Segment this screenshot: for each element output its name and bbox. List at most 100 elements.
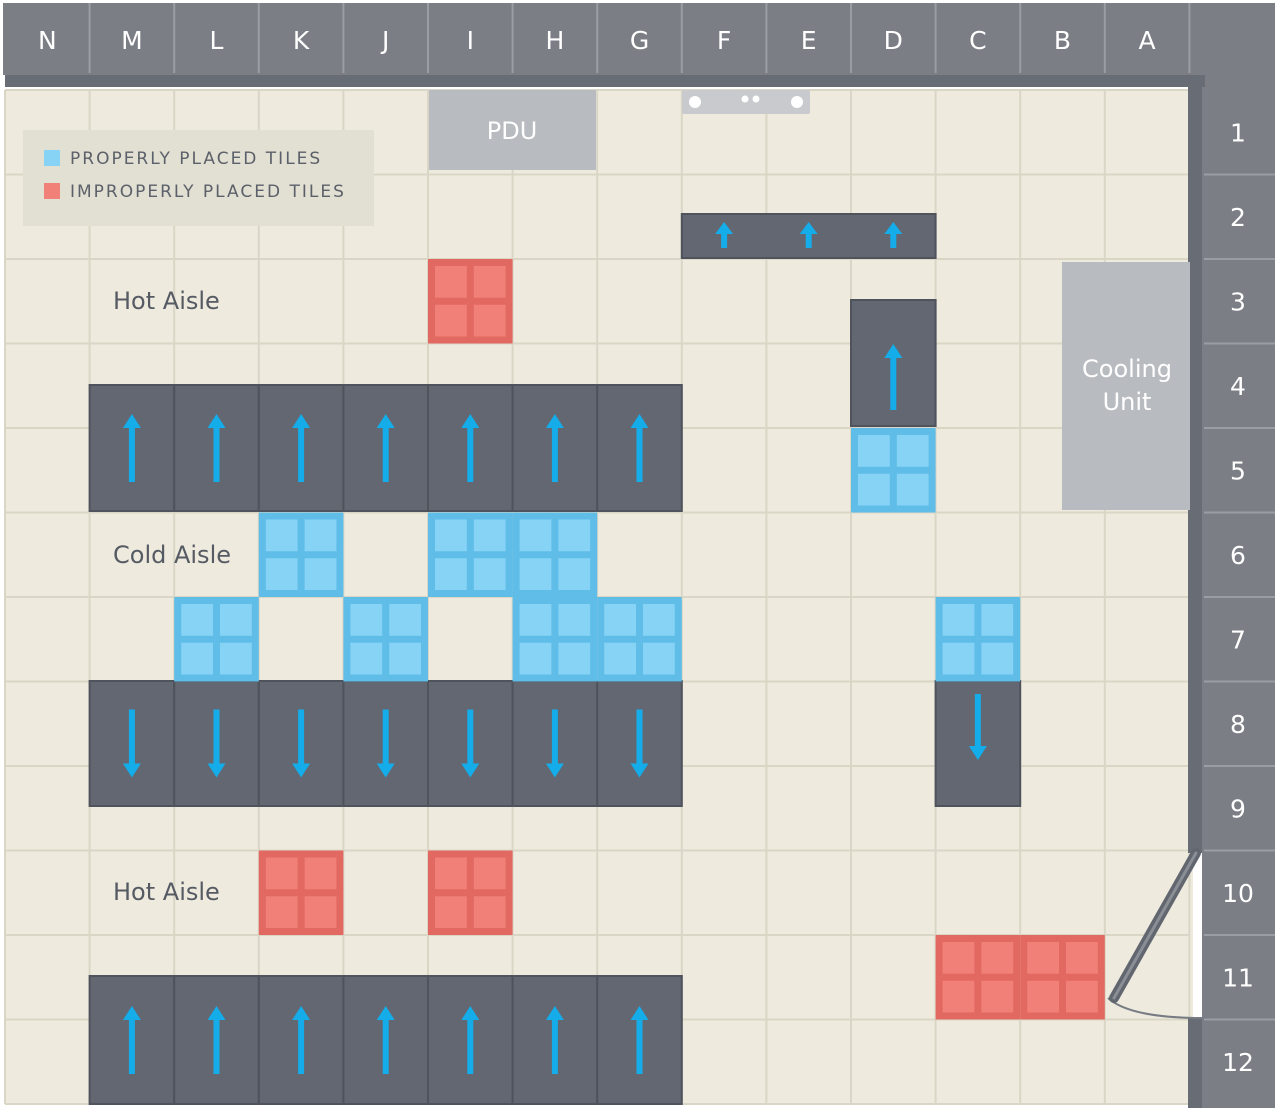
cooling-unit-label-line1: Cooling (1082, 355, 1172, 383)
proper-tile-cell (517, 556, 554, 592)
improper-tile-cell (471, 264, 508, 300)
proper-tile-cell (302, 517, 339, 554)
airflow-arrow-head (545, 414, 564, 428)
row-label-11: 11 (1222, 963, 1254, 992)
vent-dot (791, 96, 803, 108)
airflow-arrow-head (715, 222, 734, 234)
improper-tile-cell (433, 302, 469, 339)
proper-tile-cell (348, 602, 385, 638)
airflow-arrow (721, 232, 728, 248)
column-label-H: H (545, 26, 564, 55)
proper-tile-cell (302, 556, 339, 592)
airflow-arrow-head (630, 414, 649, 428)
improper-tile-cell (302, 894, 339, 930)
column-label-E: E (801, 26, 817, 55)
column-label-A: A (1139, 26, 1156, 55)
cold-aisle-label: Cold Aisle (113, 541, 231, 569)
proper-tile-cell (556, 556, 593, 592)
proper-tile-cell (263, 517, 300, 554)
column-label-M: M (121, 26, 143, 55)
column-label-G: G (630, 26, 649, 55)
proper-tile-cell (179, 602, 215, 638)
airflow-arrow-head (376, 1006, 395, 1020)
proper-tile-cell (602, 602, 639, 638)
row-label-6: 6 (1230, 541, 1246, 570)
proper-tile-cell (894, 433, 931, 469)
improper-tile-cell (263, 894, 300, 930)
proper-tile-cell (218, 602, 254, 638)
improper-tile-cell (471, 855, 508, 892)
airflow-arrow-head (461, 763, 480, 778)
proper-tile-cell (641, 602, 677, 638)
proper-tile-cell (471, 556, 508, 592)
airflow-arrow (805, 232, 812, 248)
row-label-4: 4 (1230, 372, 1246, 401)
east-wall-upper (1188, 75, 1202, 853)
airflow-arrow-head (461, 414, 480, 428)
airflow-arrow-head (292, 414, 311, 428)
proper-swatch (44, 150, 60, 166)
proper-tile-cell (556, 602, 593, 638)
row-label-10: 10 (1222, 879, 1254, 908)
airflow-arrow-head (545, 1006, 564, 1020)
airflow-arrow-head (630, 1006, 649, 1020)
proper-tile-cell (602, 640, 639, 677)
airflow-arrow-head (968, 746, 987, 760)
proper-tile-cell (556, 640, 593, 677)
improper-tile-cell (979, 978, 1016, 1015)
hot-aisle-top-label: Hot Aisle (113, 287, 220, 315)
airflow-arrow-head (799, 222, 818, 234)
improper-tile-cell (433, 894, 469, 930)
legend-box (23, 130, 374, 226)
airflow-arrow-head (376, 414, 395, 428)
proper-tile-cell (979, 602, 1016, 638)
proper-tile-cell (940, 602, 977, 638)
proper-tile-cell (940, 640, 977, 677)
column-label-N: N (38, 26, 57, 55)
proper-tile-cell (387, 602, 424, 638)
improper-tile-cell (979, 940, 1016, 976)
airflow-arrow-head (884, 222, 903, 234)
proper-tile-cell (387, 640, 424, 677)
row-label-5: 5 (1230, 456, 1246, 485)
proper-tile-cell (218, 640, 254, 677)
improper-tile-cell (1064, 978, 1100, 1015)
perforated-tiles (174, 259, 1105, 1020)
row-label-12: 12 (1222, 1048, 1254, 1077)
proper-tile-cell (894, 471, 931, 508)
door-panel-highlight (1112, 851, 1198, 1000)
improper-tile-cell (940, 978, 977, 1015)
aisle-labels: Hot Aisle Cold Aisle Hot Aisle (113, 287, 231, 906)
improper-tile-cell (433, 264, 469, 300)
vent-dot (689, 96, 701, 108)
airflow-arrow (890, 232, 897, 248)
row-label-3: 3 (1230, 287, 1246, 316)
proper-tile-cell (433, 517, 469, 554)
row-label-7: 7 (1230, 625, 1246, 654)
improper-tile-cell (302, 855, 339, 892)
airflow-arrow-head (292, 763, 311, 778)
improper-tile-cell (1025, 978, 1061, 1015)
airflow-arrow-head (207, 763, 226, 778)
improper-tile-cell (263, 855, 300, 892)
cooling-unit-label-line2: Unit (1103, 388, 1152, 416)
airflow-arrow-head (461, 1006, 480, 1020)
improper-swatch (44, 183, 60, 199)
legend: PROPERLY PLACED TILES IMPROPERLY PLACED … (23, 130, 374, 226)
column-label-L: L (210, 26, 224, 55)
proper-tile-cell (641, 640, 677, 677)
north-wall (5, 75, 1205, 87)
row-label-1: 1 (1230, 118, 1246, 147)
airflow-arrow-head (122, 414, 141, 428)
proper-tile-cell (433, 556, 469, 592)
airflow-arrow-head (122, 763, 141, 778)
airflow-arrow-head (545, 763, 564, 778)
improper-tile-cell (471, 894, 508, 930)
airflow-arrow-head (630, 763, 649, 778)
proper-tile-cell (856, 433, 892, 469)
airflow-arrow-head (376, 763, 395, 778)
row-label-9: 9 (1230, 794, 1246, 823)
pdu-unit (429, 90, 596, 170)
